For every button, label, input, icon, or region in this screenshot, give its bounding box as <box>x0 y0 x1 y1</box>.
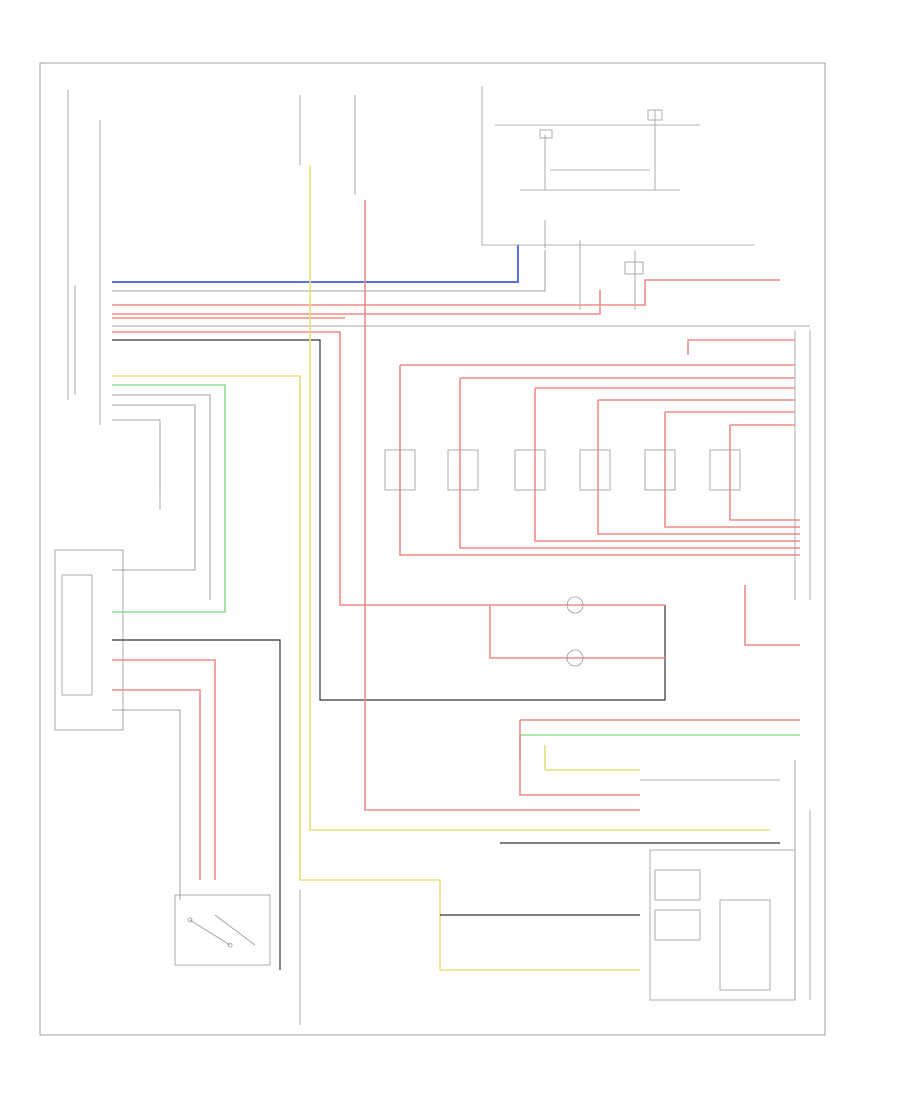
wire-gray-4 <box>112 404 196 571</box>
wire-yellow-1 <box>309 165 770 831</box>
wire-black-2 <box>112 639 281 970</box>
wire-yellow-2 <box>112 375 640 971</box>
wire-red-5 <box>364 200 640 811</box>
left-control-module <box>67 90 101 425</box>
diagram-frame <box>39 62 826 1036</box>
lamp-bank <box>384 330 811 646</box>
wire-black-1 <box>112 339 666 701</box>
wire-gray-3 <box>112 394 211 600</box>
wire-red-1 <box>112 279 780 306</box>
wire-red-7 <box>112 689 201 880</box>
center-bulbs <box>489 596 665 667</box>
wire-gray-1 <box>112 250 546 292</box>
wire-gray-6 <box>112 709 181 900</box>
wire-gray-5 <box>112 419 161 495</box>
wire-red-2 <box>112 290 601 315</box>
wire-red-3 <box>112 331 665 606</box>
wire-green-1 <box>112 384 226 613</box>
wire-blue <box>112 245 519 283</box>
fuse-block-top-right <box>481 86 755 310</box>
wire-red-6 <box>112 659 216 880</box>
cruise-control-module <box>440 719 811 1001</box>
wire-green-2 <box>519 734 800 760</box>
combination-switch <box>174 894 271 966</box>
